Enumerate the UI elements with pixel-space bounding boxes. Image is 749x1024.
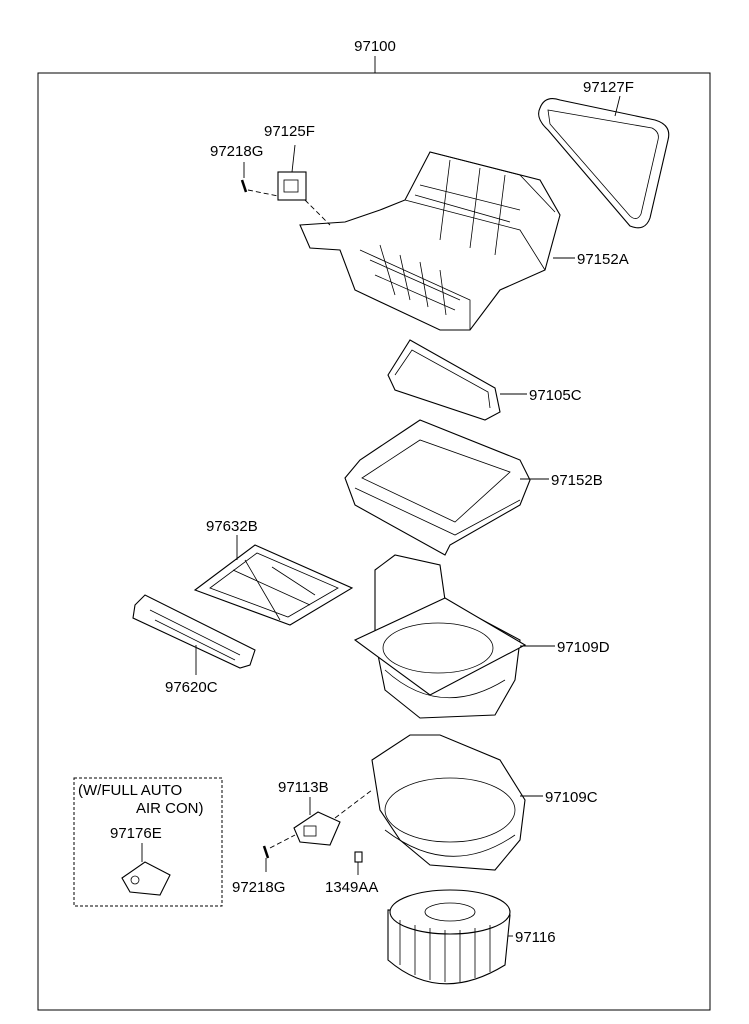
label-97116: 97116 xyxy=(515,929,556,946)
label-97109C: 97109C xyxy=(545,789,598,806)
part-97620C-filter-cover[interactable] xyxy=(132,594,256,669)
label-97152B: 97152B xyxy=(551,472,603,489)
part-97127F-seal[interactable] xyxy=(538,98,670,229)
part-97176E-module[interactable] xyxy=(121,861,171,896)
part-97632B-air-filter[interactable] xyxy=(193,544,354,626)
label-97109D: 97109D xyxy=(557,639,610,656)
label-97218G-top: 97218G xyxy=(210,143,263,160)
part-97109C-blower-lower-case[interactable] xyxy=(371,734,526,871)
option-box-full-auto xyxy=(73,777,223,907)
label-97218G-bottom: 97218G xyxy=(232,879,285,896)
label-97125F: 97125F xyxy=(264,123,315,140)
label-97632B: 97632B xyxy=(206,518,258,535)
part-97152A-upper-case[interactable] xyxy=(299,151,561,331)
label-1349AA: 1349AA xyxy=(325,879,378,896)
part-97125F-actuator[interactable] xyxy=(277,144,307,201)
part-97113B-resistor[interactable] xyxy=(293,811,341,846)
part-97109D-blower-upper-case[interactable] xyxy=(353,554,527,719)
part-97218G-screw-top[interactable] xyxy=(240,162,279,197)
part-97105C-door[interactable] xyxy=(387,339,501,421)
label-97620C: 97620C xyxy=(165,679,218,696)
option-box-line1: (W/FULL AUTO xyxy=(78,782,182,799)
part-1349AA-clip[interactable] xyxy=(354,851,363,863)
part-97218G-screw-bottom[interactable] xyxy=(262,834,296,872)
option-box-line2: AIR CON) xyxy=(136,800,204,817)
diagram-frame xyxy=(37,72,711,1011)
label-97127F: 97127F xyxy=(583,79,634,96)
part-97116-blower-motor[interactable] xyxy=(387,889,511,985)
label-97105C: 97105C xyxy=(529,387,582,404)
label-97113B: 97113B xyxy=(278,779,329,796)
label-97176E: 97176E xyxy=(110,825,162,842)
part-97152B-case-frame[interactable] xyxy=(344,419,531,556)
assembly-number: 97100 xyxy=(354,38,396,55)
label-97152A: 97152A xyxy=(577,251,629,268)
